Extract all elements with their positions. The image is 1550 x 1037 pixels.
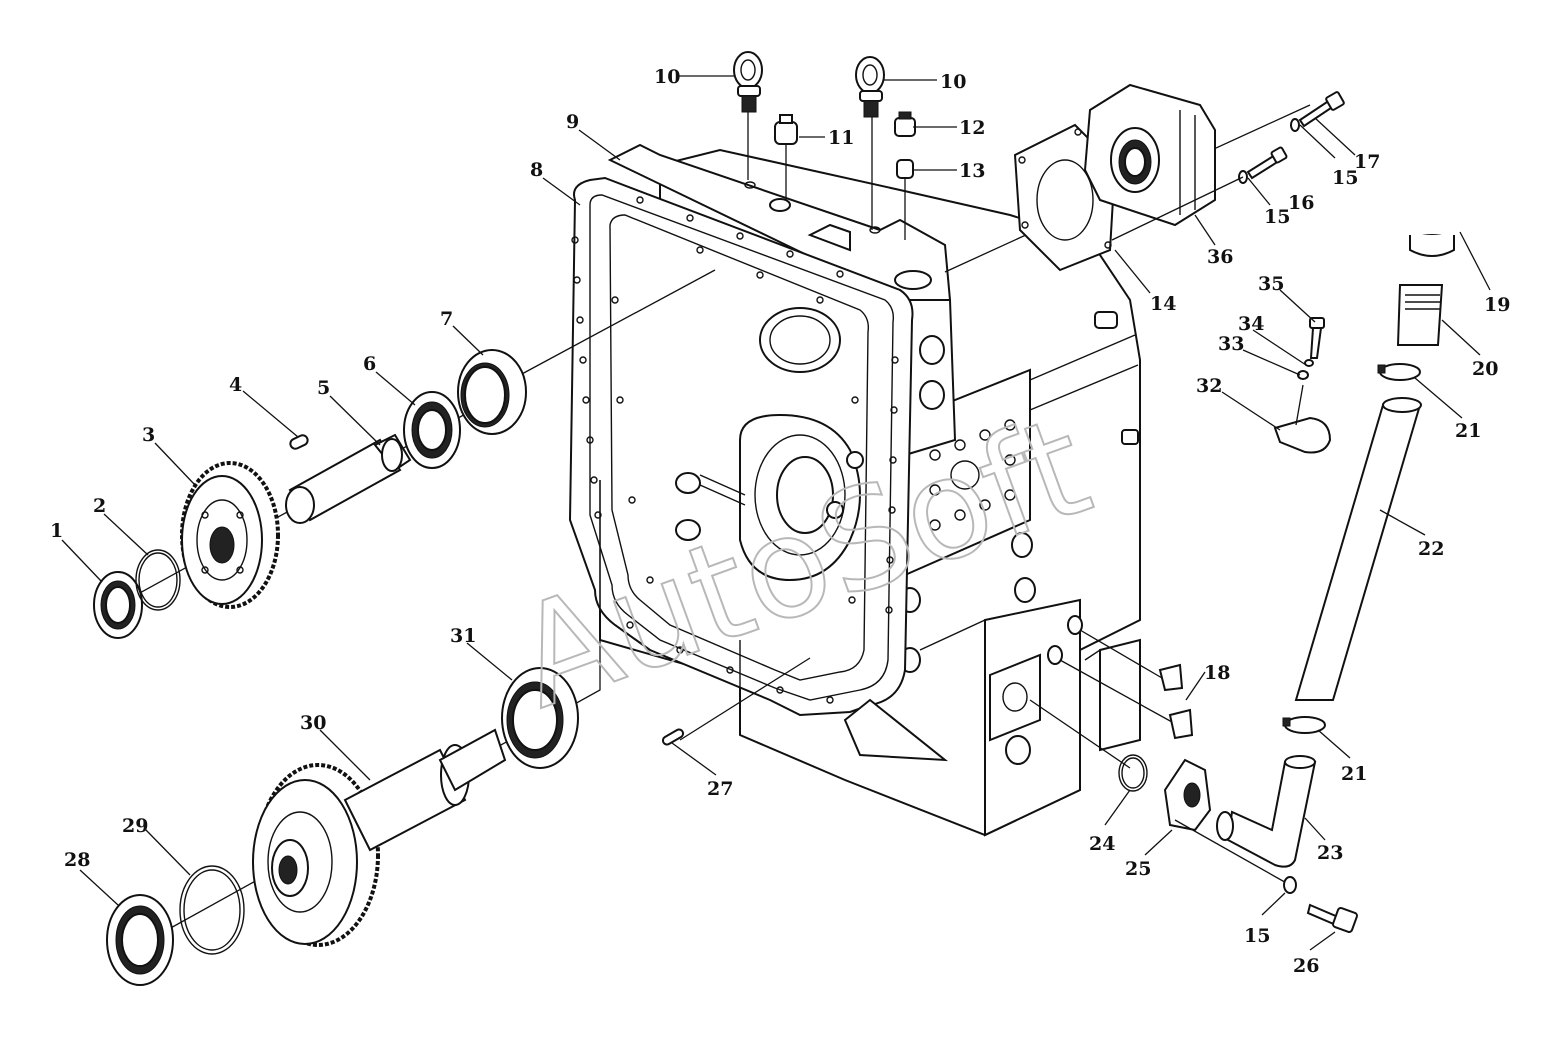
part-12-breather: [894, 111, 916, 137]
part-28-bearing: [106, 894, 174, 986]
part-3-gear: [180, 461, 280, 609]
part-5-shaft: [285, 433, 412, 524]
part-32-clip: [1273, 416, 1332, 454]
callout-27: 27: [707, 778, 733, 800]
callout-30: 30: [300, 712, 326, 734]
callout-19: 19: [1484, 294, 1510, 316]
part-1-bearing: [93, 571, 143, 639]
callout-10-left: 10: [654, 66, 680, 88]
part-22-tube: [1294, 397, 1422, 701]
callout-8: 8: [530, 159, 543, 181]
callout-21-top: 21: [1455, 420, 1481, 442]
callout-33: 33: [1218, 333, 1244, 355]
part-27-dowel-pin: [661, 728, 685, 746]
callout-13: 13: [959, 160, 985, 182]
part-33-washer: [1297, 370, 1309, 380]
callout-12: 12: [959, 117, 985, 139]
callout-15-bottom: 15: [1244, 925, 1270, 947]
callout-21-bottom: 21: [1341, 763, 1367, 785]
callout-2: 2: [93, 495, 106, 517]
part-18-fittings: [1047, 615, 1194, 740]
callout-9: 9: [566, 111, 579, 133]
part-15-washer-bottom: [1283, 876, 1297, 894]
part-21-clamp-top: [1377, 363, 1421, 381]
part-19-cap: [1409, 234, 1455, 257]
part-4-key: [289, 434, 309, 450]
callout-14: 14: [1150, 293, 1176, 315]
part-2-snap-ring: [135, 549, 181, 611]
part-21-clamp-bottom: [1282, 716, 1326, 734]
callout-22: 22: [1418, 538, 1444, 560]
callout-20: 20: [1472, 358, 1498, 380]
part-20-filler-neck: [1396, 284, 1444, 346]
callout-24: 24: [1089, 833, 1115, 855]
part-7-bearing-cup: [457, 349, 527, 435]
part-31-bearing: [501, 667, 579, 769]
part-11-plug: [774, 114, 798, 200]
callout-4: 4: [229, 374, 242, 396]
callout-34: 34: [1238, 313, 1264, 335]
part-25-flange: [1163, 758, 1212, 832]
housing: [568, 143, 1141, 837]
part-34-washer: [1304, 359, 1314, 367]
part-13-nut: [896, 159, 914, 240]
callout-28: 28: [64, 849, 90, 871]
part-6-bearing: [403, 391, 461, 469]
callout-5: 5: [317, 377, 330, 399]
callout-7: 7: [440, 308, 453, 330]
part-16-bolt: [1246, 146, 1288, 180]
callout-29: 29: [122, 815, 148, 837]
callout-15-top: 15: [1332, 167, 1358, 189]
callout-25: 25: [1125, 858, 1151, 880]
callout-35: 35: [1258, 273, 1284, 295]
callout-23: 23: [1317, 842, 1343, 864]
callout-1: 1: [50, 520, 63, 542]
callout-36: 36: [1207, 246, 1233, 268]
callout-17: 17: [1354, 151, 1380, 173]
part-10-eye-bolt-right: [855, 56, 885, 230]
part-23-elbow: [1216, 755, 1317, 868]
part-35-bolt: [1309, 317, 1325, 359]
part-15-washer-top: [1290, 118, 1300, 132]
callout-11: 11: [828, 127, 854, 149]
part-36-oil-pump: [1083, 83, 1216, 227]
callout-32: 32: [1196, 375, 1222, 397]
part-29-snap-ring: [179, 865, 245, 955]
part-10-eye-bolt-left: [733, 51, 763, 180]
callout-26: 26: [1293, 955, 1319, 977]
callout-6: 6: [363, 353, 376, 375]
callout-3: 3: [142, 424, 155, 446]
callout-16: 16: [1288, 192, 1314, 214]
part-17-bolt: [1298, 91, 1345, 128]
callout-31: 31: [450, 625, 476, 647]
part-24-o-ring: [1118, 754, 1148, 792]
callout-labels: 1 2 3 4 5 6 7 8 9 10 10 11 12 13 14 15 1…: [50, 66, 1510, 977]
part-30-output-shaft-gear: [252, 728, 507, 947]
part-26-bolt: [1306, 903, 1358, 933]
callout-18: 18: [1204, 662, 1230, 684]
callout-15-mid: 15: [1264, 206, 1290, 228]
callout-10-right: 10: [940, 71, 966, 93]
